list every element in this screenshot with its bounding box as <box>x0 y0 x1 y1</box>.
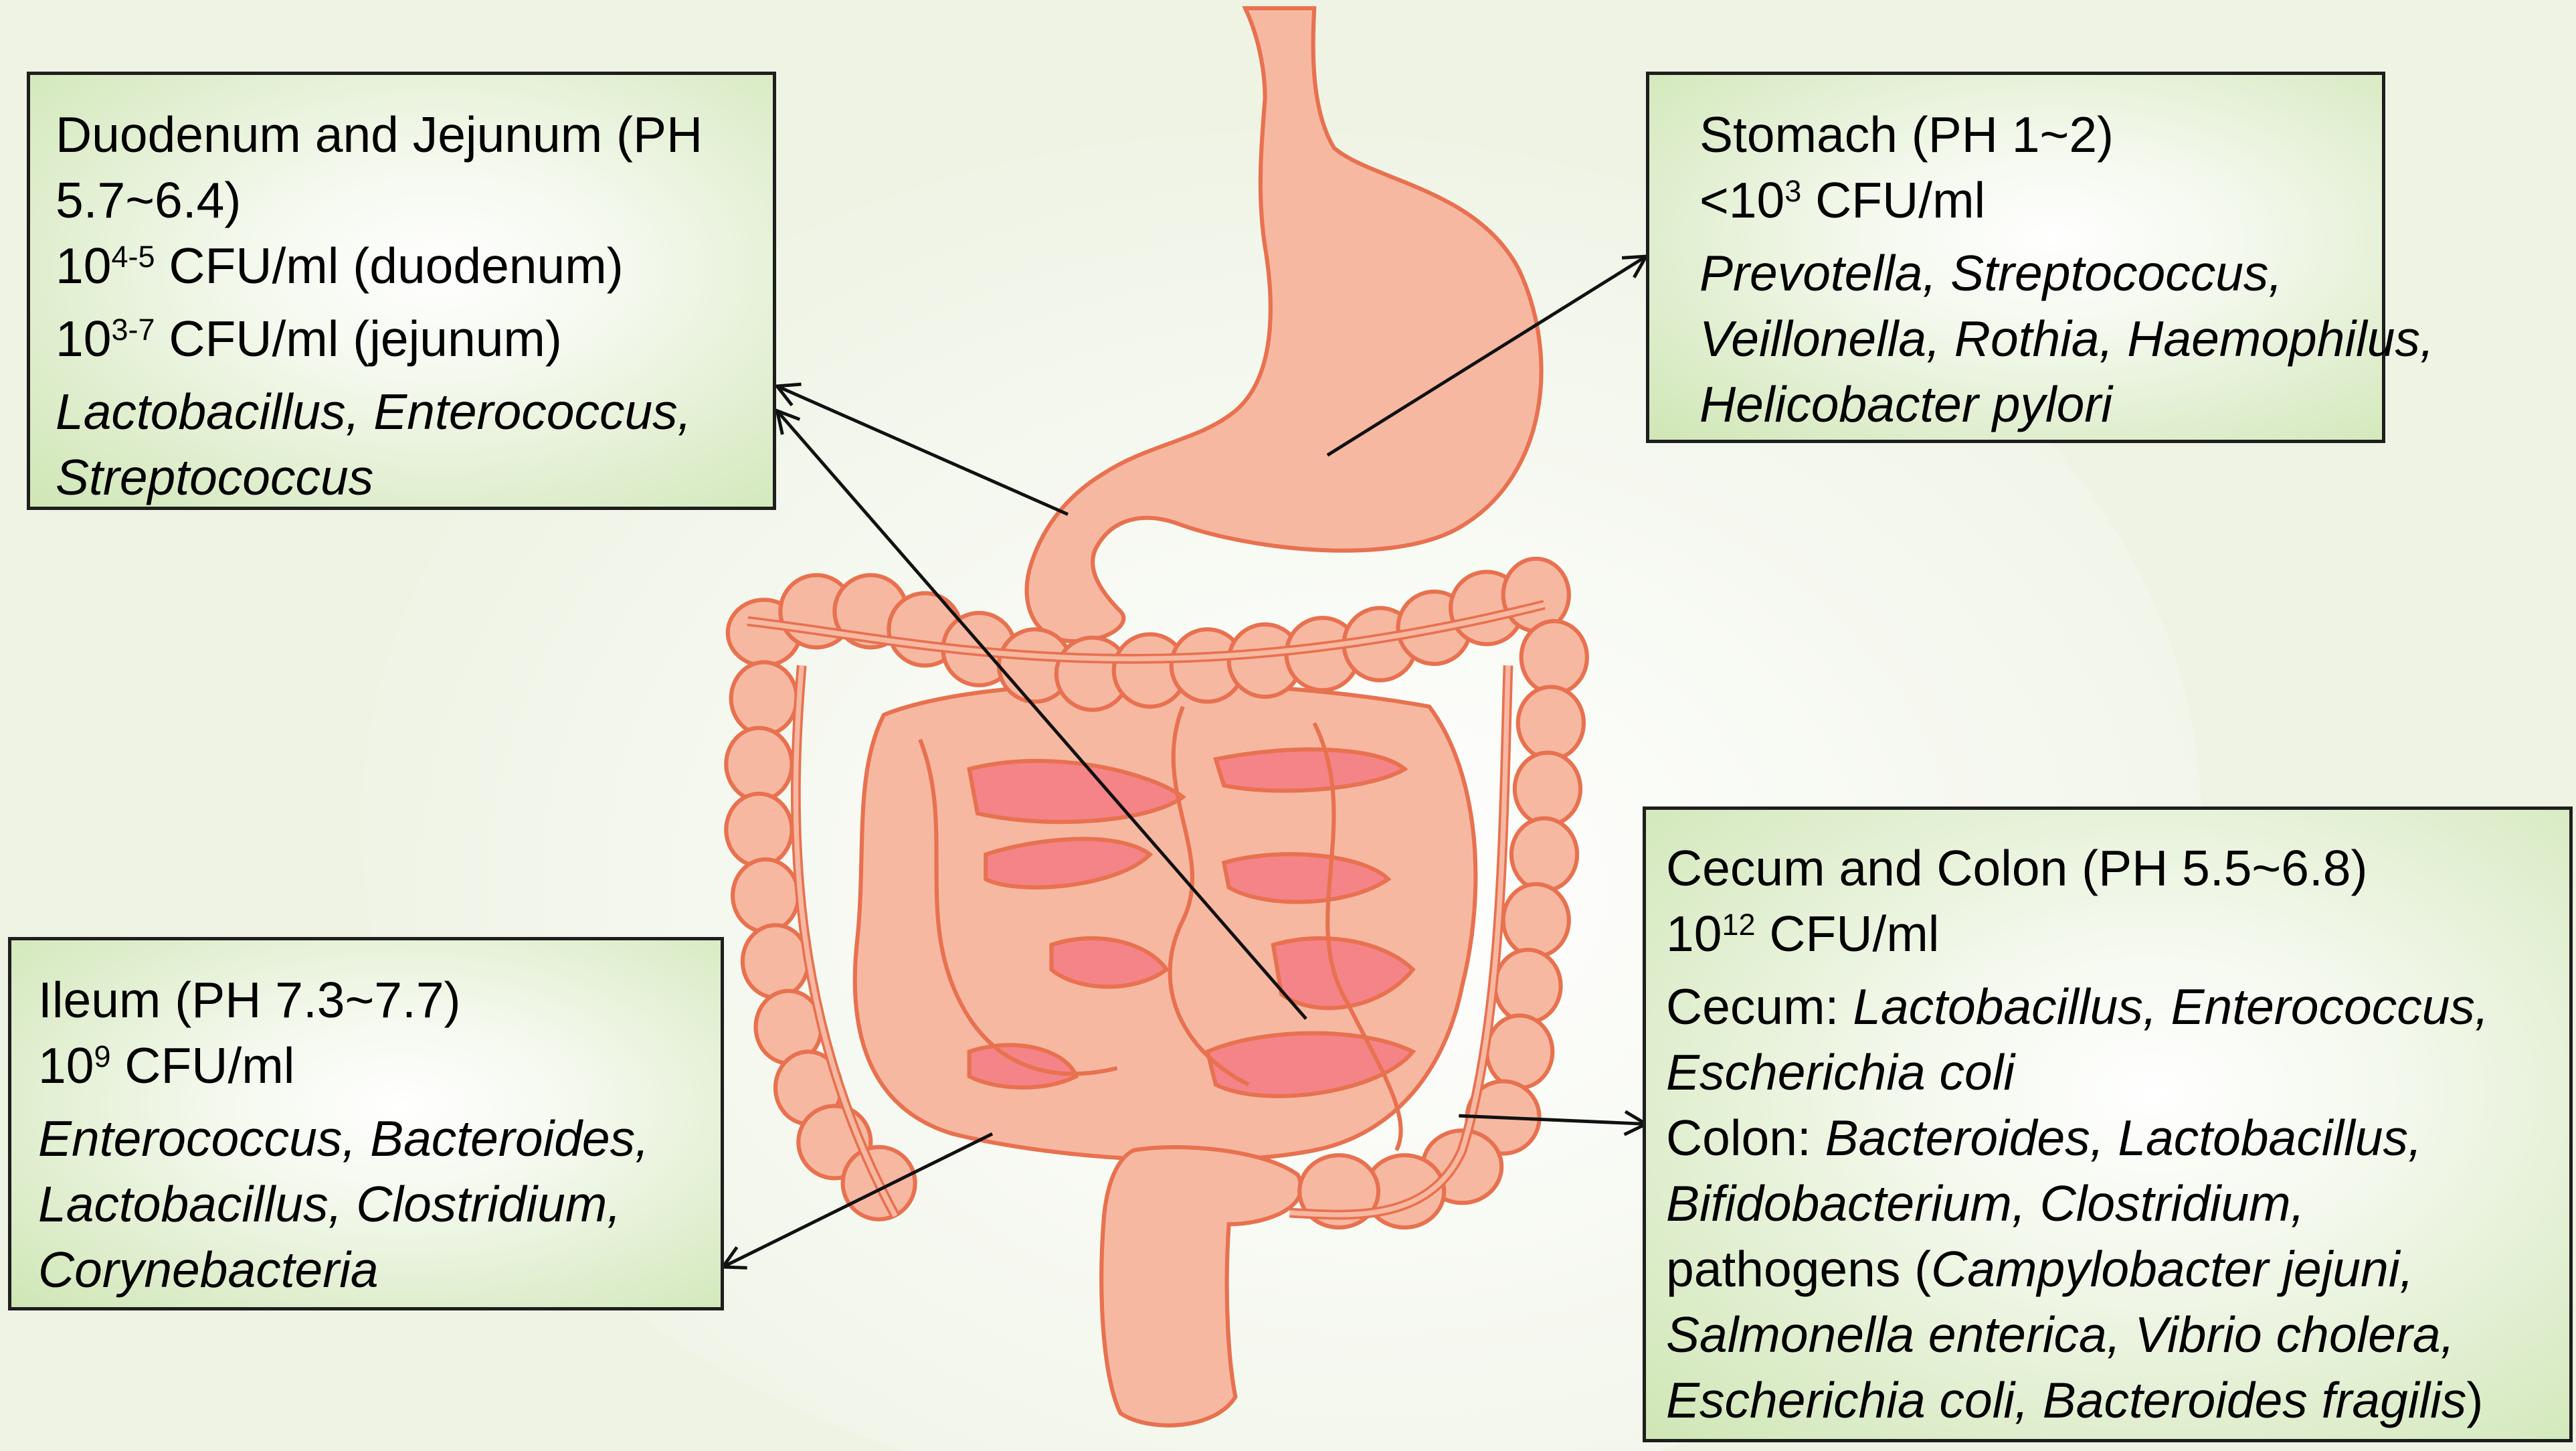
arrow-stomach <box>1326 256 1646 457</box>
colon-bacteria-1: Colon: Bacteroides, Lactobacillus, <box>1666 1110 2422 1166</box>
duodenum-title: Duodenum and Jejunum (PH <box>56 106 703 163</box>
pathogens-3: Escherichia coli, Bacteroides fragilis) <box>1666 1372 2484 1428</box>
duodenum-jejunum-box: Duodenum and Jejunum (PH 5.7~6.4) 104-5 … <box>27 72 776 510</box>
rectum <box>1099 1145 1303 1428</box>
ileum-bacteria-2: Lactobacillus, Clostridium, <box>38 1176 622 1232</box>
stomach-box: Stomach (PH 1~2) <103 CFU/ml Prevotella,… <box>1646 72 2434 443</box>
duodenum-bacteria-1: Lactobacillus, Enterococcus, <box>56 383 692 440</box>
arrow-jejunum <box>777 411 1307 1020</box>
cecum-count: 1012 CFU/ml <box>1666 906 1940 962</box>
colon <box>724 556 1589 1230</box>
pathogens-1: pathogens (Campylobacter jejuni, <box>1666 1241 2414 1297</box>
cecum-bacteria-1: Cecum: Lactobacillus, Enterococcus, <box>1666 978 2489 1035</box>
stomach-title: Stomach (PH 1~2) <box>1699 106 2114 163</box>
ileum-box: Ileum (PH 7.3~7.7) 109 CFU/ml Enterococc… <box>8 937 724 1310</box>
ileum-count: 109 CFU/ml <box>38 1037 295 1094</box>
arrow-ileum <box>723 1132 994 1267</box>
ileum-bacteria-3: Corynebacteria <box>38 1242 379 1298</box>
ileum-bacteria-1: Enterococcus, Bacteroides, <box>38 1110 649 1167</box>
duodenum-title-cont: 5.7~6.4) <box>56 172 242 228</box>
cecum-colon-box: Cecum and Colon (PH 5.5~6.8) 1012 CFU/ml… <box>1643 806 2573 1442</box>
cecum-title: Cecum and Colon (PH 5.5~6.8) <box>1666 840 2368 896</box>
ileum-title: Ileum (PH 7.3~7.7) <box>38 972 461 1028</box>
stomach <box>1024 6 1544 644</box>
pathogens-2: Salmonella enterica, Vibrio cholera, <box>1666 1306 2455 1363</box>
stomach-bacteria-1: Prevotella, Streptococcus, <box>1699 245 2283 301</box>
stomach-bacteria-2: Veillonella, Rothia, Haemophilus, <box>1699 311 2434 367</box>
jejunum-count: 103-7 CFU/ml (jejunum) <box>56 311 562 367</box>
stomach-count: <103 CFU/ml <box>1699 172 1986 228</box>
cecum-bacteria-2: Escherichia coli <box>1666 1044 2015 1100</box>
colon-bacteria-2: Bifidobacterium, Clostridium, <box>1666 1175 2305 1231</box>
pointer-arrows <box>723 256 1646 1267</box>
small-intestine <box>852 681 1478 1163</box>
duodenum-bacteria-2: Streptococcus <box>56 449 374 505</box>
stomach-bacteria-3: Helicobacter pylori <box>1699 376 2112 432</box>
duodenum-count: 104-5 CFU/ml (duodenum) <box>56 238 624 294</box>
arrow-colon <box>1459 1116 1646 1124</box>
arrow-duodenum <box>777 386 1069 516</box>
